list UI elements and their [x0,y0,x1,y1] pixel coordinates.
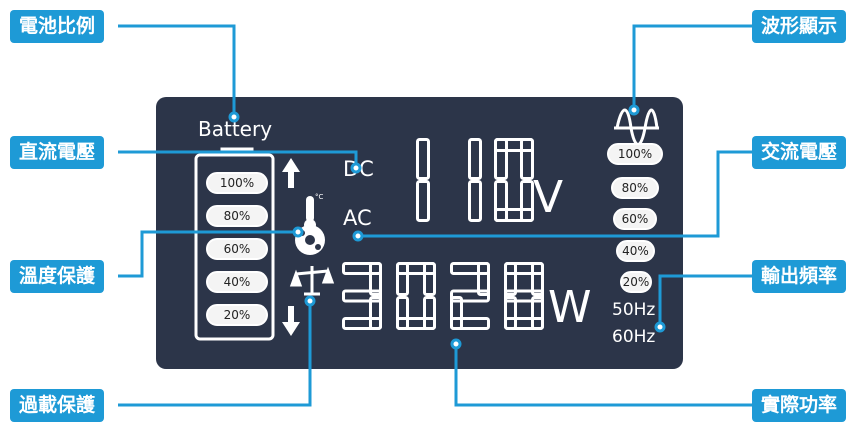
connector-power [454,346,752,407]
power-unit: W [548,282,592,333]
battery-level-60: 60% [206,238,268,260]
battery-level-20: 20% [206,304,268,326]
power-reading [342,262,544,330]
callout-waveform-display: 波形顯示 [752,10,847,43]
connector-dc [118,150,358,166]
voltage-digit-0 [416,138,430,222]
callout-temperature-protection: 溫度保護 [10,260,105,293]
battery-level-100: 100% [206,172,268,194]
scale-icon [289,266,335,296]
temp-unit-label: °C [315,193,324,201]
freq-60-label: 60Hz [612,327,656,347]
connector-ac [360,150,752,238]
voltage-reading [416,138,534,222]
connector-overload [118,303,312,407]
voltage-digit-2 [494,138,534,222]
connector-battery [118,24,236,115]
freq-50-label: 50Hz [612,300,656,320]
callout-actual-power: 實際功率 [752,389,847,422]
output-level-60: 60% [613,208,657,230]
ac-label: AC [343,206,372,230]
arrow-up-icon [282,158,300,188]
callout-output-frequency: 輸出頻率 [752,260,847,293]
power-digit-2 [450,262,490,330]
connector-temperature [118,230,296,278]
battery-level-80: 80% [206,205,268,227]
output-level-40: 40% [616,240,655,262]
output-level-100: 100% [607,143,663,165]
voltage-unit: V [533,172,564,223]
power-digit-1 [396,262,436,330]
callout-ac-voltage: 交流電壓 [752,136,847,169]
output-level-80: 80% [611,177,659,199]
battery-level-40: 40% [206,271,268,293]
power-digit-0 [342,262,382,330]
voltage-digit-1 [468,138,482,222]
output-level-20: 20% [620,271,652,293]
power-digit-3 [504,262,544,330]
callout-battery-ratio: 電池比例 [10,10,105,43]
connector-waveform [632,24,752,108]
callout-dc-voltage: 直流電壓 [10,136,105,169]
connector-frequency [658,274,752,325]
arrow-down-icon [282,306,300,336]
callout-overload-protection: 過載保護 [10,389,105,422]
